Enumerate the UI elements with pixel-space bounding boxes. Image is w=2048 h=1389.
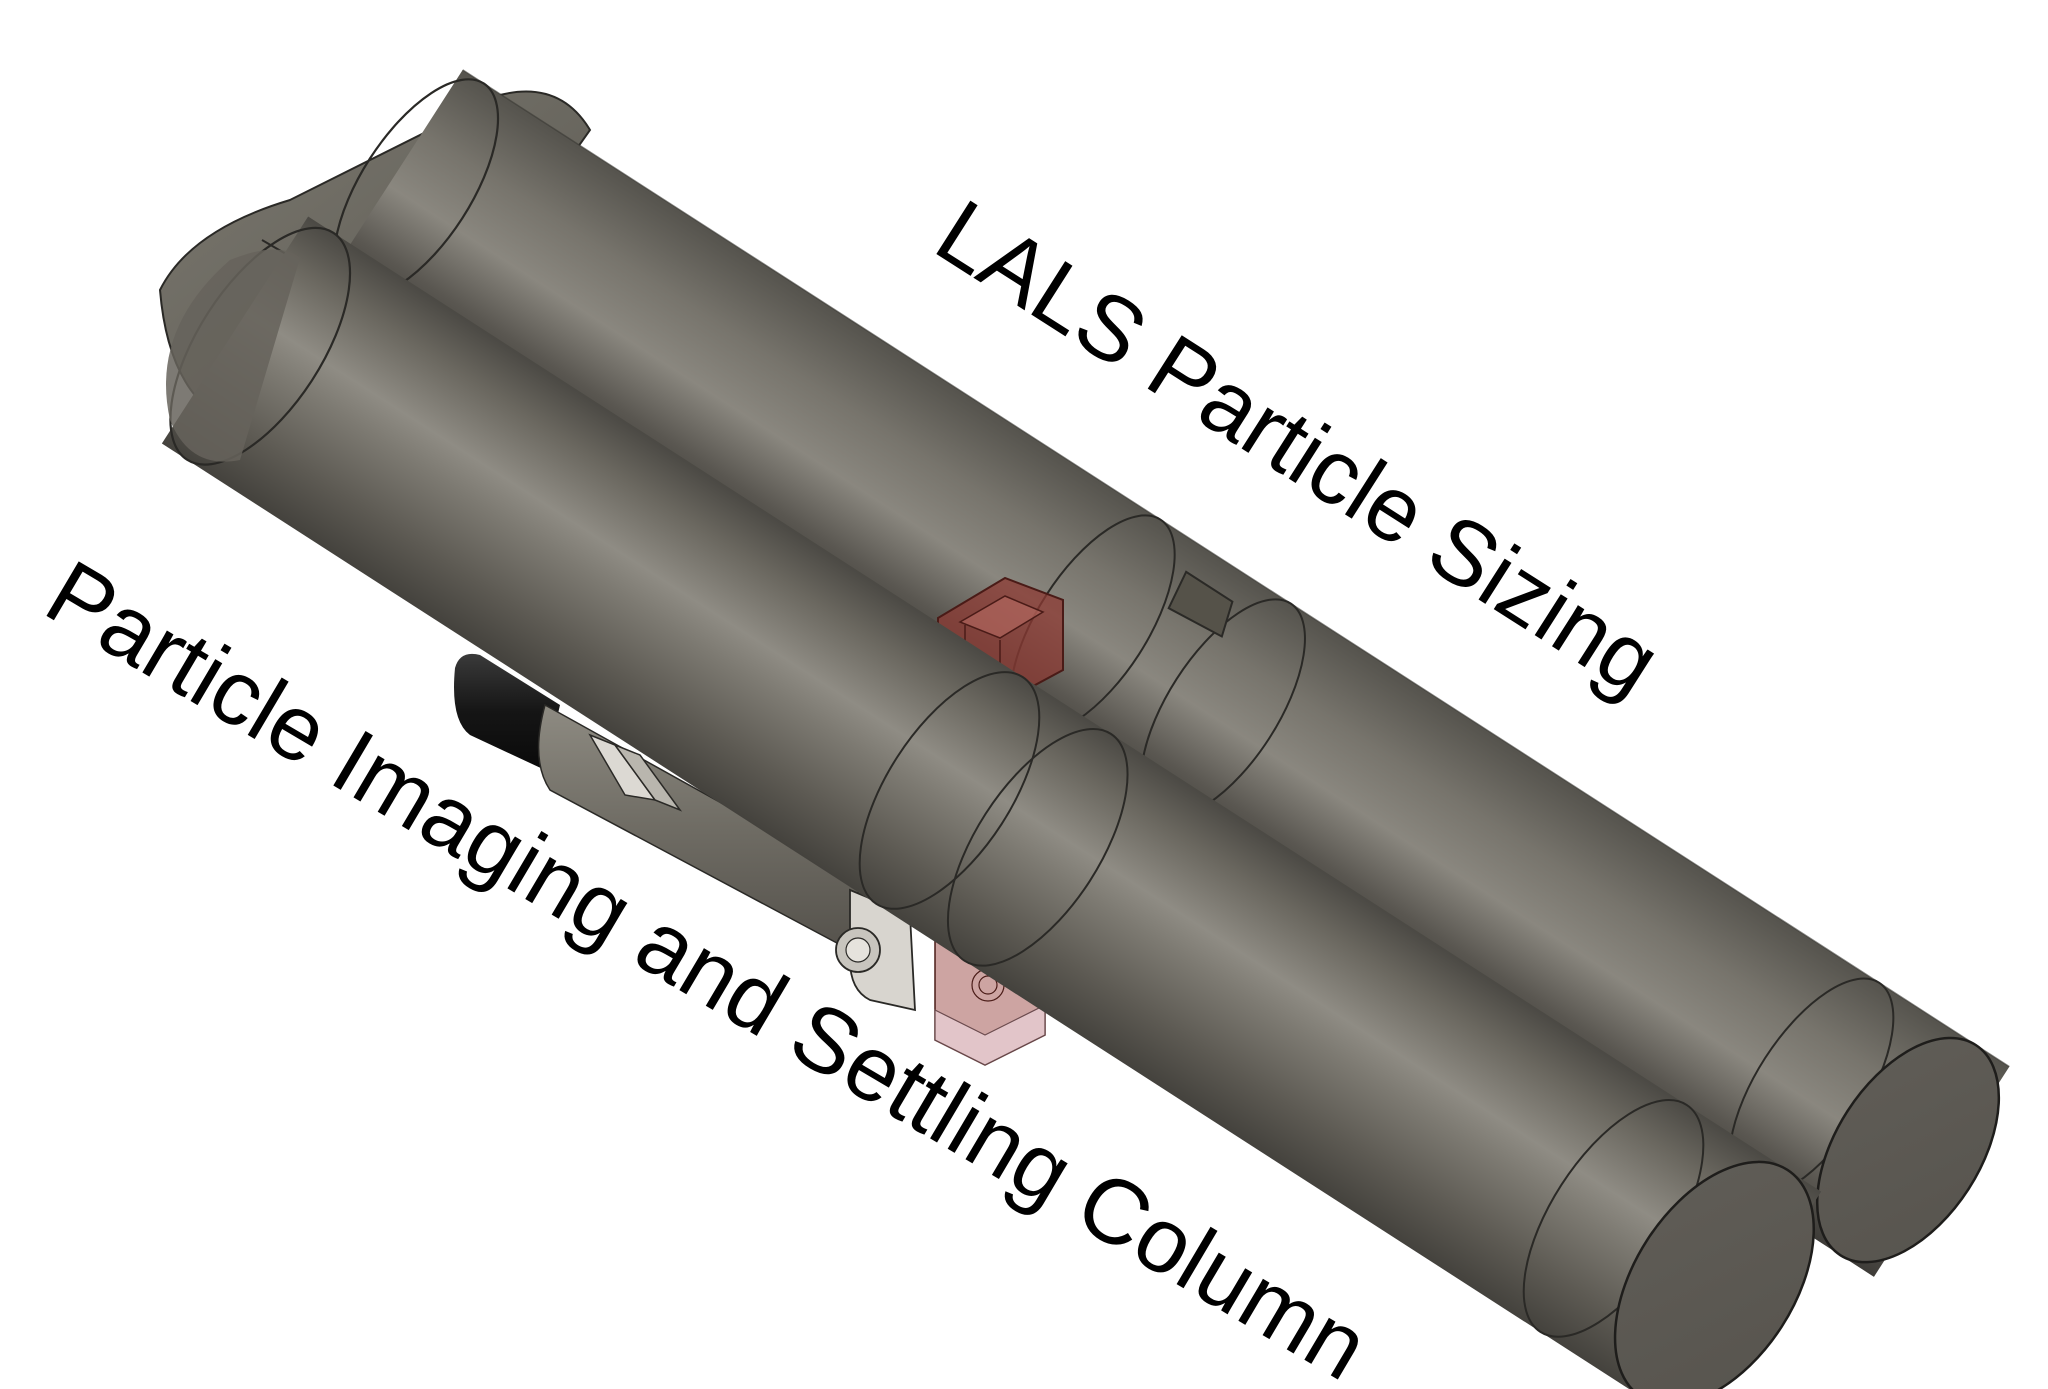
front-tube — [161, 216, 1822, 1389]
camera-body — [454, 653, 560, 770]
clamp-ring-front — [858, 671, 1129, 967]
lens-fitting — [835, 888, 916, 1012]
front-tube-rear-end — [166, 249, 300, 462]
back-tube — [327, 69, 2010, 1277]
clamp-ring-back — [1167, 570, 1234, 638]
camera-bracket — [537, 703, 861, 952]
